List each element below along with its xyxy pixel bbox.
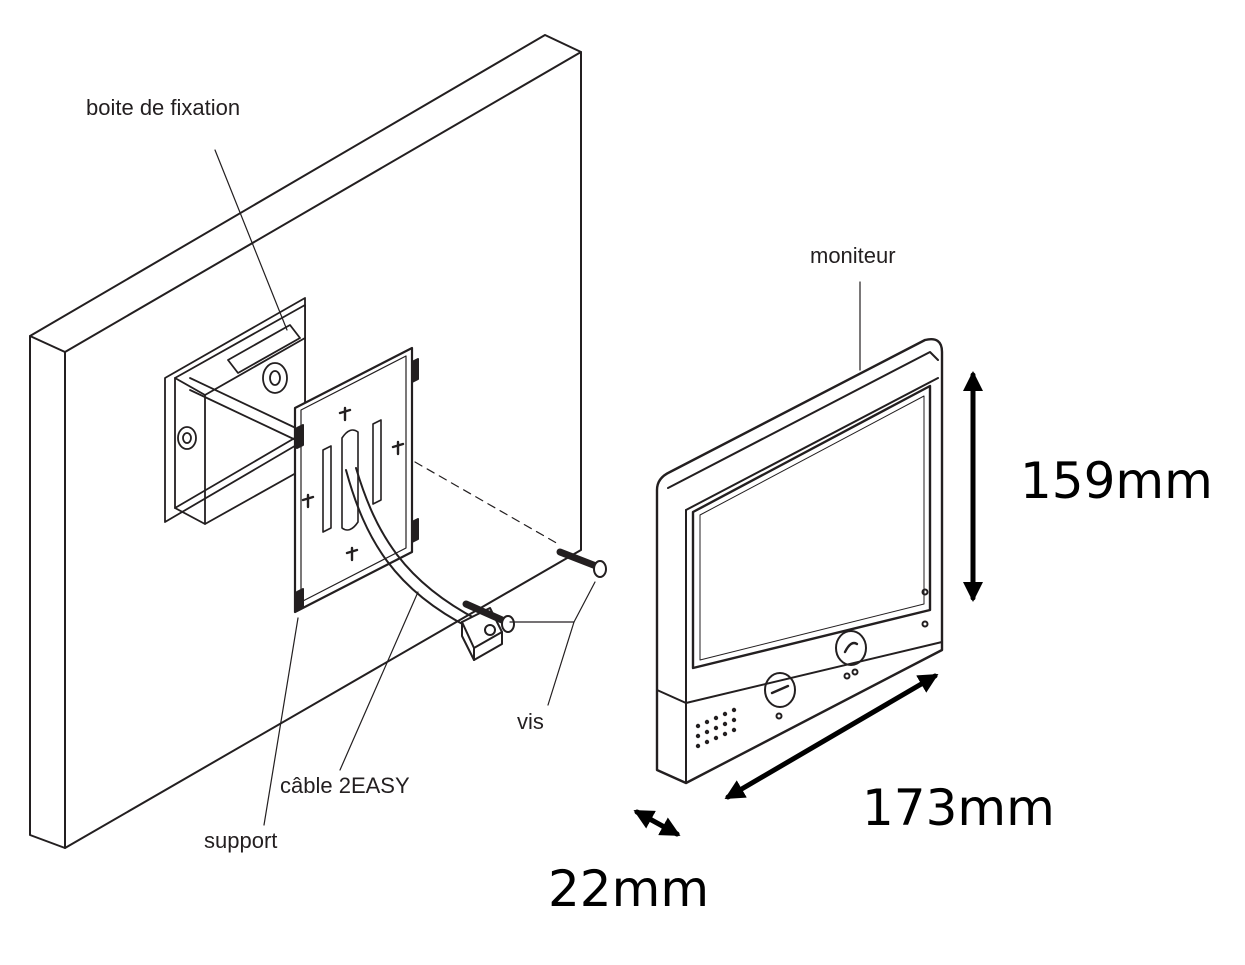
leader-lines <box>214 149 861 826</box>
arrow-width <box>724 673 939 800</box>
leader-cable <box>339 591 419 771</box>
label-moniteur: moniteur <box>810 243 896 268</box>
support-plate <box>293 346 419 614</box>
label-support: support <box>204 828 278 853</box>
dimension-width: 173mm <box>862 779 1055 837</box>
dimension-arrows <box>633 371 983 837</box>
label-cable-2easy: câble 2EASY <box>280 773 410 798</box>
alignment-line <box>414 461 561 546</box>
dimension-height: 159mm <box>1020 452 1213 510</box>
monitor <box>655 338 944 785</box>
leader-support <box>263 617 299 826</box>
cable-2easy <box>345 467 503 661</box>
arrow-depth <box>633 809 681 837</box>
leader-vis-1 <box>509 621 575 706</box>
label-boite-de-fixation: boite de fixation <box>86 95 241 120</box>
label-vis: vis <box>517 709 544 734</box>
screws <box>462 548 607 633</box>
leader-vis-2 <box>573 581 596 623</box>
mounting-box <box>164 297 306 525</box>
dimension-depth: 22mm <box>548 860 710 918</box>
leader-boite <box>214 149 288 331</box>
